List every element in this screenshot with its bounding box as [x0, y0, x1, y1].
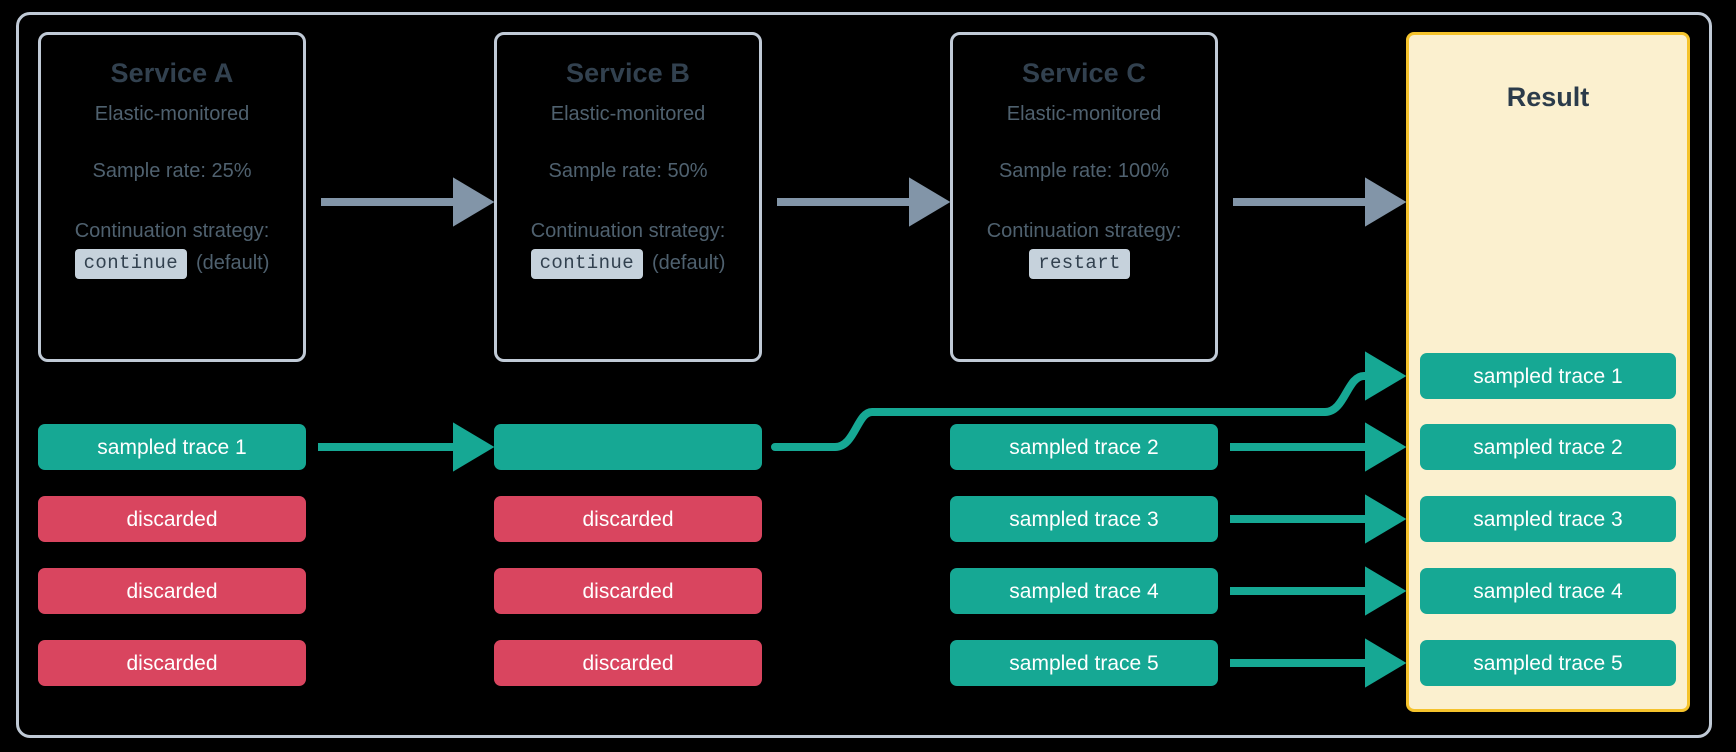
service-b-sample-rate: Sample rate: 50% — [548, 159, 708, 182]
service-card-service-b: Service B Elastic-monitored Sample rate:… — [494, 32, 762, 362]
service-b-strategy-row: continue (default) — [530, 249, 726, 279]
service-card-service-c: Service C Elastic-monitored Sample rate:… — [950, 32, 1218, 362]
trace-pill-service-a-3: discarded — [38, 568, 306, 614]
trace-pill-result-2: sampled trace 2 — [1420, 424, 1676, 470]
trace-pill-service-a-2: discarded — [38, 496, 306, 542]
trace-pill-result-5: sampled trace 5 — [1420, 640, 1676, 686]
service-b-subtitle: Elastic-monitored — [550, 102, 706, 125]
trace-pill-service-b-1 — [494, 424, 762, 470]
service-a-strategy-row: continue (default) — [74, 249, 270, 279]
service-b-strategy-note: (default) — [652, 252, 726, 275]
trace-pill-service-c-4: sampled trace 5 — [950, 640, 1218, 686]
trace-pill-service-c-2: sampled trace 3 — [950, 496, 1218, 542]
service-a-strategy-label: Continuation strategy: — [74, 219, 270, 242]
service-b-strategy-label: Continuation strategy: — [530, 219, 726, 242]
trace-pill-service-b-4: discarded — [494, 640, 762, 686]
service-b-title: Service B — [566, 58, 690, 88]
trace-pill-service-c-1: sampled trace 2 — [950, 424, 1218, 470]
trace-pill-result-4: sampled trace 4 — [1420, 568, 1676, 614]
service-c-strategy-row: restart — [1029, 249, 1139, 279]
trace-pill-service-b-2: discarded — [494, 496, 762, 542]
service-a-title: Service A — [110, 58, 234, 88]
result-title: Result — [1506, 82, 1590, 112]
service-a-subtitle: Elastic-monitored — [94, 102, 250, 125]
trace-pill-result-3: sampled trace 3 — [1420, 496, 1676, 542]
diagram-outer-frame — [16, 12, 1712, 738]
trace-pill-service-c-3: sampled trace 4 — [950, 568, 1218, 614]
service-c-subtitle: Elastic-monitored — [1006, 102, 1162, 125]
service-a-strategy-note: (default) — [196, 252, 270, 275]
service-c-sample-rate: Sample rate: 100% — [998, 159, 1170, 182]
trace-pill-service-a-4: discarded — [38, 640, 306, 686]
service-a-sample-rate: Sample rate: 25% — [92, 159, 252, 182]
trace-pill-result-1: sampled trace 1 — [1420, 353, 1676, 399]
service-c-strategy-label: Continuation strategy: — [986, 219, 1182, 242]
service-c-title: Service C — [1022, 58, 1146, 88]
trace-pill-service-a-1: sampled trace 1 — [38, 424, 306, 470]
service-card-service-a: Service A Elastic-monitored Sample rate:… — [38, 32, 306, 362]
service-b-strategy-value: continue — [530, 249, 644, 279]
service-a-strategy-value: continue — [74, 249, 188, 279]
trace-pill-service-b-3: discarded — [494, 568, 762, 614]
service-c-strategy-value: restart — [1029, 249, 1130, 279]
